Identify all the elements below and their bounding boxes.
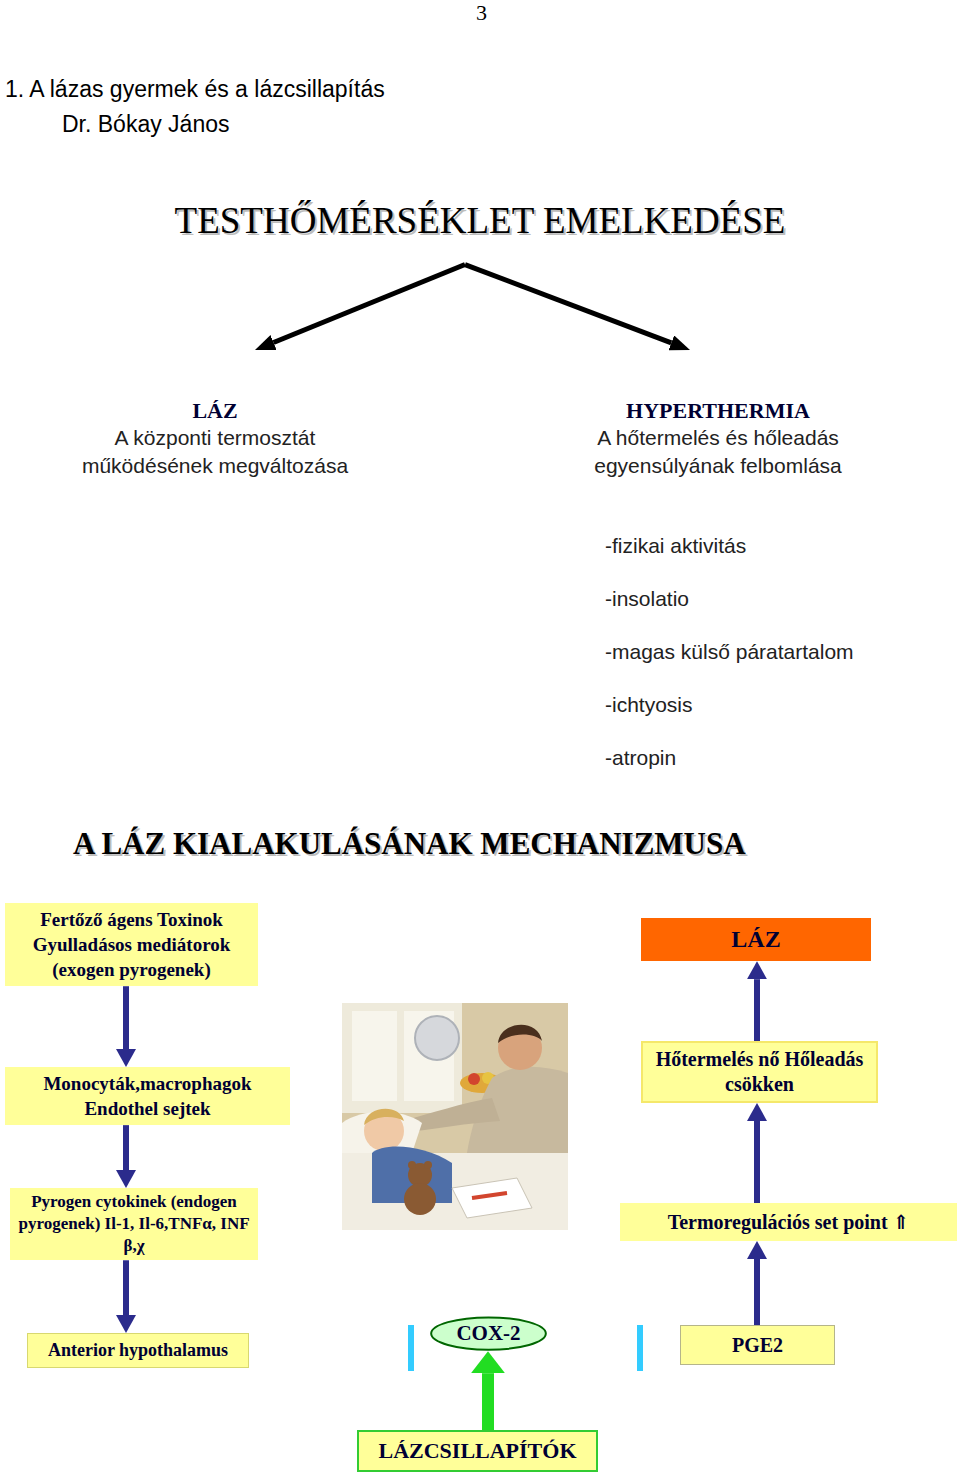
title-wrap: 1. A lázas gyermek és a lázcsillapítás: [5, 76, 385, 103]
page-title: 1. A lázas gyermek és a lázcsillapítás: [5, 76, 385, 103]
process-box: Hőtermelés nő Hőleadás csökken: [641, 1041, 878, 1103]
process-box: Pyrogen cytokinek (endogen pyrogenek) Il…: [10, 1188, 258, 1260]
label-wrap: -atropin: [605, 746, 676, 770]
node-text: LÁZ: [60, 398, 370, 424]
process-box: Fertőző ágens Toxinok Gyulladásos mediát…: [5, 903, 258, 986]
label-wrap: -ichtyosis: [605, 693, 693, 717]
node-text: Termoregulációs set point ⇑: [625, 1209, 952, 1235]
page-number: 3: [476, 0, 487, 26]
label-wrap: A LÁZ KIALAKULÁSÁNAK MECHANIZMUSA: [73, 826, 746, 862]
node-body: A hőtermelés és hőleadás egyensúlyának f…: [553, 424, 883, 479]
result-box: LÁZ: [641, 918, 871, 961]
node-text: Monocyták,macrophagok Endothel sejtek: [10, 1071, 285, 1121]
ellipse-shape: [431, 1317, 546, 1349]
cyan-bar: [637, 1325, 643, 1371]
cause-item: -insolatio: [605, 587, 689, 611]
branch-text: HYPERTHERMIAA hőtermelés és hőleadás egy…: [553, 350, 883, 479]
enzyme-ellipse: COX-2: [430, 1316, 547, 1351]
process-box: Termoregulációs set point ⇑: [620, 1203, 957, 1241]
node-text: HYPERTHERMIA: [553, 398, 883, 424]
drug-box: LÁZCSILLAPÍTÓK: [357, 1430, 598, 1472]
root-heading: TESTHŐMÉRSÉKLET EMELKEDÉSE: [100, 200, 860, 265]
photo-illustration: [342, 1003, 568, 1230]
node-body: A központi termosztát működésének megvál…: [60, 424, 370, 479]
cyan-bar: [408, 1325, 414, 1371]
process-box: Monocyták,macrophagok Endothel sejtek: [5, 1067, 290, 1125]
process-box: Anterior hypothalamus: [27, 1333, 249, 1368]
node-text: Pyrogen cytokinek (endogen pyrogenek) Il…: [15, 1191, 253, 1257]
node-text: Hőtermelés nő Hőleadás csökken: [648, 1047, 871, 1097]
flow-arrow: [274, 265, 465, 343]
cause-item: -fizikai aktivitás: [605, 534, 746, 558]
node-text: LÁZ: [646, 924, 866, 955]
node-text: LÁZCSILLAPÍTÓK: [364, 1437, 591, 1465]
section-heading: A LÁZ KIALAKULÁSÁNAK MECHANIZMUSA: [73, 826, 746, 862]
author-name: Dr. Bókay János: [62, 111, 229, 138]
flow-arrow: [123, 986, 129, 1049]
flow-arrow: [754, 979, 760, 1041]
node-text: PGE2: [686, 1332, 829, 1358]
node-text: TESTHŐMÉRSÉKLET EMELKEDÉSE: [100, 200, 860, 243]
label-wrap: -fizikai aktivitás: [605, 534, 746, 558]
label-wrap: Dr. Bókay János: [62, 111, 229, 138]
node-text: Fertőző ágens Toxinok Gyulladásos mediát…: [10, 907, 253, 982]
cause-item: -ichtyosis: [605, 693, 693, 717]
label-wrap: -magas külső páratartalom: [605, 640, 854, 664]
flow-arrow: [123, 1125, 129, 1170]
node-text: Anterior hypothalamus: [33, 1339, 243, 1362]
flow-arrow: [465, 265, 671, 343]
label-wrap: -insolatio: [605, 587, 689, 611]
branch-text: LÁZA központi termosztát működésének meg…: [60, 350, 370, 479]
flow-arrow: [482, 1373, 494, 1430]
cause-item: -atropin: [605, 746, 676, 770]
flow-arrow: [754, 1121, 760, 1203]
process-box: PGE2: [680, 1325, 835, 1365]
flow-arrow: [754, 1259, 760, 1325]
flow-arrow: [123, 1260, 129, 1315]
label-wrap: 3: [476, 0, 487, 26]
node-text: COX-2: [436, 1321, 541, 1346]
cause-item: -magas külső páratartalom: [605, 640, 854, 664]
